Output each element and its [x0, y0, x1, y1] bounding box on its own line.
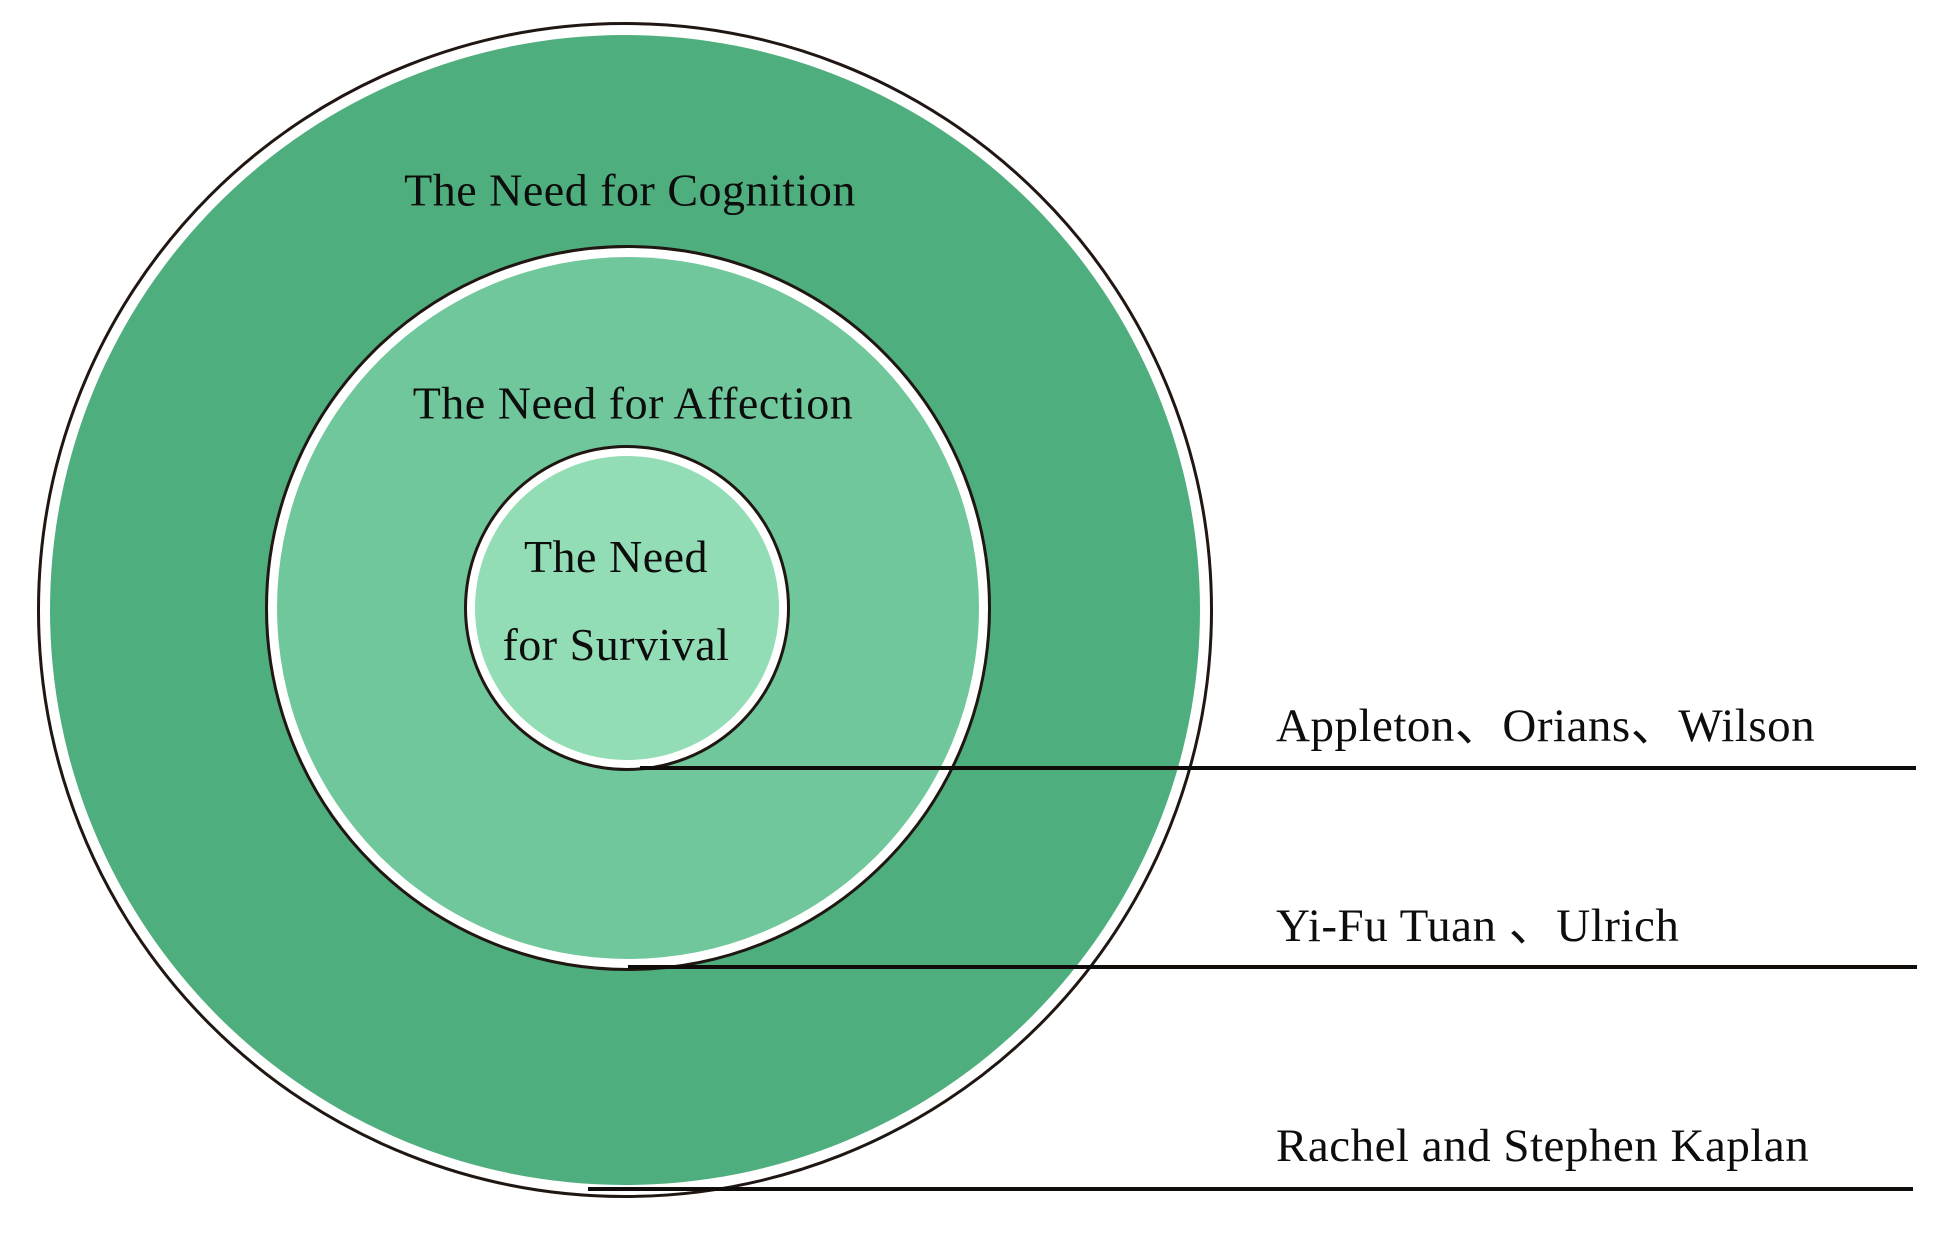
annotation-affection-authors: Yi-Fu Tuan 、Ulrich [1276, 900, 1680, 952]
leader-line-survival [640, 766, 1916, 770]
ring-survival [464, 445, 790, 771]
leader-line-affection [628, 965, 1917, 969]
ring-survival-fill [475, 456, 779, 760]
annotation-survival-authors: Appleton、Orians、Wilson [1276, 700, 1816, 752]
ring-label-survival-line1: The Need [523, 531, 709, 582]
leader-line-cognition [588, 1187, 1913, 1191]
ring-label-cognition: The Need for Cognition [404, 164, 856, 216]
ring-cognition [37, 22, 1213, 1198]
ring-label-survival-line2: for Survival [502, 619, 730, 670]
annotation-cognition-authors: Rachel and Stephen Kaplan [1276, 1120, 1810, 1172]
ring-label-survival: The Need for Survival [502, 513, 729, 689]
ring-label-affection: The Need for Affection [412, 377, 854, 429]
